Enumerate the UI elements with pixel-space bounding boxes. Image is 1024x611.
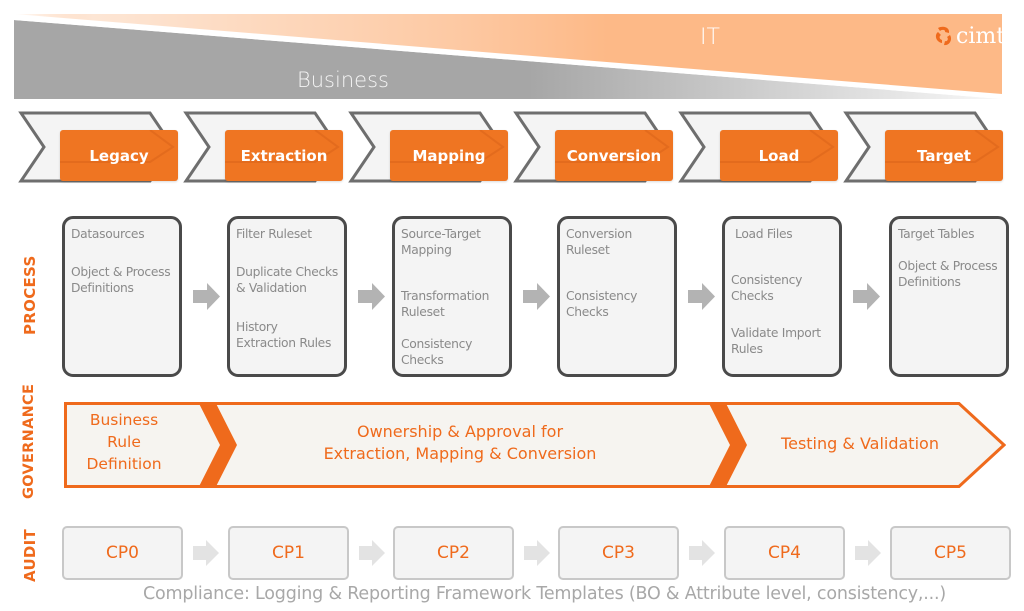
it-label: IT bbox=[700, 25, 720, 50]
governance-testing-validation: Testing & Validation bbox=[781, 434, 939, 453]
governance-divider-1 bbox=[199, 403, 237, 487]
process-item: Consistency Checks bbox=[731, 273, 803, 303]
checkpoint-label: CP2 bbox=[437, 543, 470, 563]
phase-label: Legacy bbox=[89, 146, 149, 165]
governance-business-rule-definition: Business Rule Definition bbox=[86, 411, 162, 473]
phase-conversion: Conversion bbox=[513, 111, 683, 186]
process-item: Duplicate Checks & Validation bbox=[236, 265, 338, 295]
audit-side-label: AUDIT bbox=[21, 528, 39, 582]
phase-tab: Extraction bbox=[225, 130, 343, 181]
phase-tab: Mapping bbox=[390, 130, 508, 181]
audit-arrow-icon bbox=[193, 540, 219, 566]
process-arrow-icon bbox=[193, 283, 220, 310]
business-label: Business bbox=[297, 68, 389, 92]
governance-side-label: GOVERNANCE bbox=[21, 383, 37, 499]
phase-tab: Load bbox=[720, 130, 838, 181]
audit-arrow-icon bbox=[359, 540, 385, 566]
process-arrow-icon bbox=[358, 283, 385, 310]
governance-divider-2 bbox=[709, 403, 747, 487]
phase-target: Target bbox=[843, 111, 1013, 186]
checkpoint-label: CP0 bbox=[106, 543, 139, 563]
checkpoint-cp0: CP0 bbox=[62, 526, 183, 580]
phase-label: Target bbox=[917, 146, 971, 165]
phase-label: Conversion bbox=[566, 146, 662, 165]
process-arrow-icon bbox=[523, 283, 550, 310]
process-side-label: PROCESS bbox=[21, 255, 39, 335]
checkpoint-cp1: CP1 bbox=[228, 526, 349, 580]
process-item: Consistency Checks bbox=[566, 289, 638, 319]
cimt-logo: cimt bbox=[934, 22, 1005, 50]
process-item: History Extraction Rules bbox=[236, 320, 332, 350]
process-arrow-icon bbox=[853, 283, 880, 310]
process-item: Datasources bbox=[71, 227, 145, 241]
checkpoint-cp3: CP3 bbox=[558, 526, 679, 580]
audit-arrow-icon bbox=[855, 540, 881, 566]
phase-load: Load bbox=[678, 111, 848, 186]
process-item: Conversion Ruleset bbox=[566, 227, 632, 257]
governance-outline bbox=[64, 402, 1006, 488]
process-item: Source-Target Mapping bbox=[401, 227, 481, 257]
phase-mapping: Mapping bbox=[348, 111, 518, 186]
phase-label: Mapping bbox=[412, 146, 486, 165]
phase-tab: Legacy bbox=[60, 130, 178, 181]
phase-tab: Target bbox=[885, 130, 1003, 181]
audit-arrow-icon bbox=[524, 540, 550, 566]
process-item: Consistency Checks bbox=[401, 337, 473, 367]
process-item: Load Files bbox=[735, 227, 793, 241]
process-item: Target Tables bbox=[898, 227, 975, 241]
process-item: Filter Ruleset bbox=[236, 227, 312, 241]
audit-arrow-icon bbox=[689, 540, 715, 566]
checkpoint-label: CP1 bbox=[272, 543, 305, 563]
it-wedge bbox=[14, 14, 1002, 94]
checkpoint-cp2: CP2 bbox=[393, 526, 514, 580]
process-item: Transformation Ruleset bbox=[401, 289, 490, 319]
phase-label: Extraction bbox=[240, 146, 328, 165]
checkpoint-cp4: CP4 bbox=[724, 526, 845, 580]
checkpoint-label: CP4 bbox=[768, 543, 801, 563]
governance-band bbox=[64, 402, 1006, 488]
logo-text: cimt bbox=[956, 23, 1006, 49]
checkpoint-label: CP5 bbox=[934, 543, 967, 563]
checkpoint-cp5: CP5 bbox=[890, 526, 1011, 580]
compliance-note: Compliance: Logging & Reporting Framewor… bbox=[142, 584, 946, 604]
phase-label: Load bbox=[758, 146, 800, 165]
phase-tab: Conversion bbox=[555, 130, 673, 181]
checkpoint-label: CP3 bbox=[602, 543, 635, 563]
phase-extraction: Extraction bbox=[183, 111, 353, 186]
phase-legacy: Legacy bbox=[18, 111, 188, 186]
business-it-banner bbox=[13, 14, 1003, 99]
process-item: Object & Process Definitions bbox=[898, 259, 998, 289]
governance-ownership-approval: Ownership & Approval for Extraction, Map… bbox=[323, 422, 597, 463]
cimt-swirl-icon bbox=[935, 26, 952, 46]
process-item: Object & Process Definitions bbox=[71, 265, 171, 295]
process-item: Validate Import Rules bbox=[731, 326, 821, 356]
process-arrow-icon bbox=[688, 283, 715, 310]
